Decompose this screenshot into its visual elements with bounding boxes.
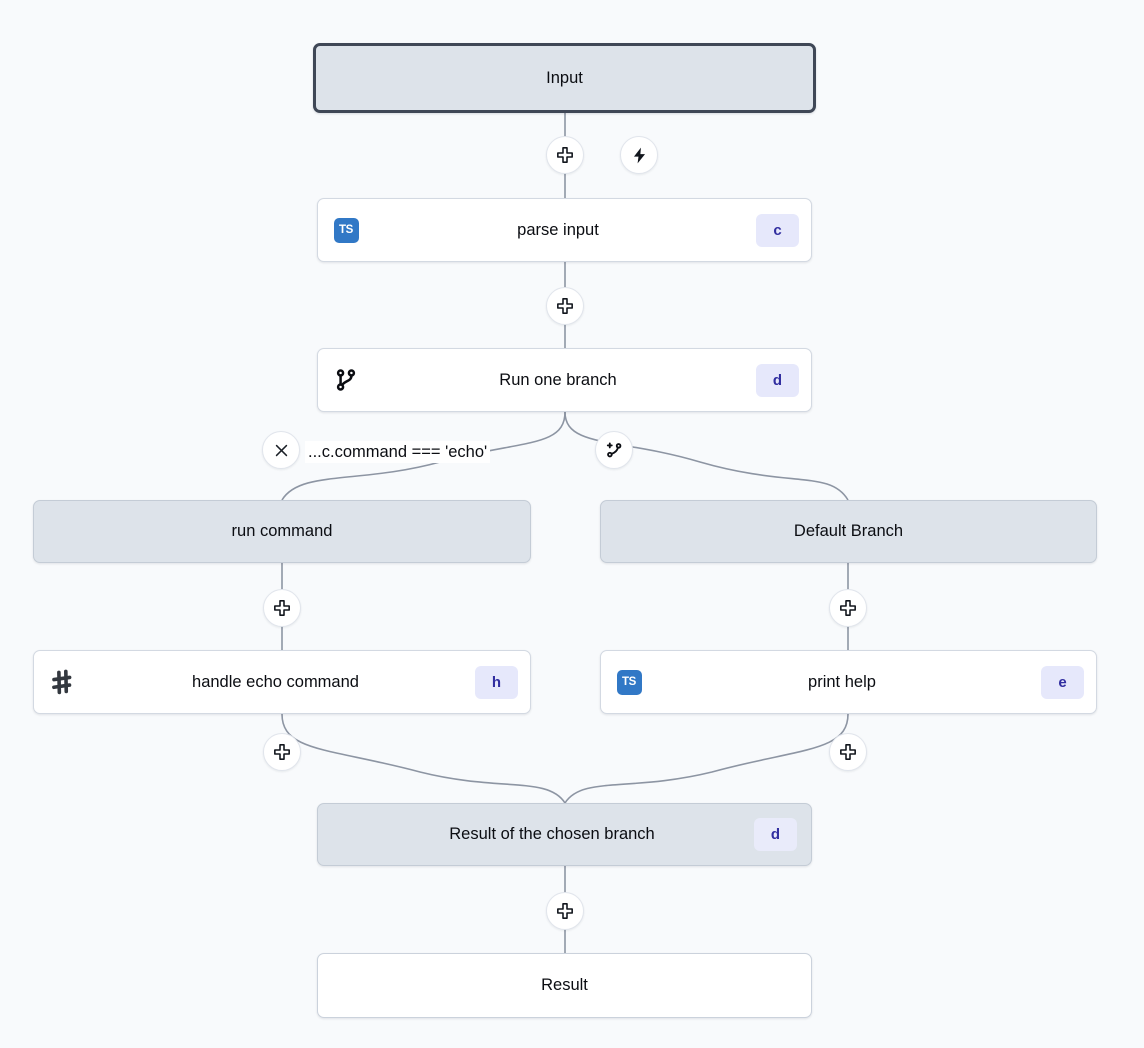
plus-icon (557, 298, 573, 314)
delete-branch-button[interactable] (262, 431, 300, 469)
add-step-button-handle-echo-to-result[interactable] (263, 733, 301, 771)
add-step-button-input-to-parse[interactable] (546, 136, 584, 174)
node-default-branch[interactable]: Default Branch (600, 500, 1097, 563)
node-handle-echo-command[interactable]: handle echo command h (33, 650, 531, 714)
node-run-one-branch[interactable]: Run one branch d (317, 348, 812, 412)
typescript-icon: TS (615, 668, 643, 696)
node-print-help[interactable]: TS print help e (600, 650, 1097, 714)
node-run-command[interactable]: run command (33, 500, 531, 563)
edge-handle-echo-to-result-chosen (281, 713, 566, 804)
lightning-bolt-icon (633, 147, 645, 163)
git-branch-icon (332, 366, 360, 394)
add-step-button-run-command-to-handle-echo[interactable] (263, 589, 301, 627)
plus-icon (557, 903, 573, 919)
node-result[interactable]: Result (317, 953, 812, 1018)
node-default-branch-label: Default Branch (793, 522, 904, 540)
plus-icon (274, 744, 290, 760)
node-input-label: Input (546, 68, 583, 87)
add-step-button-print-help-to-result[interactable] (829, 733, 867, 771)
node-result-of-chosen-branch-label: Result of the chosen branch (449, 825, 655, 843)
node-run-one-branch-label: Run one branch (499, 370, 617, 389)
shortcut-badge-handle-echo-command[interactable]: h (475, 665, 518, 699)
node-result-label: Result (541, 976, 588, 994)
plus-icon (274, 600, 290, 616)
node-result-of-chosen-branch[interactable]: Result of the chosen branch d (317, 803, 812, 866)
node-parse-input-label: parse input (517, 220, 599, 239)
typescript-icon: TS (332, 216, 360, 244)
node-input[interactable]: Input (313, 43, 816, 113)
git-branch-plus-icon (606, 442, 622, 458)
add-trigger-button[interactable] (620, 136, 658, 174)
shortcut-badge-print-help[interactable]: e (1041, 665, 1084, 699)
add-branch-button[interactable] (595, 431, 633, 469)
plus-icon (840, 600, 856, 616)
plus-icon (557, 147, 573, 163)
shortcut-badge-result-of-chosen-branch[interactable]: d (754, 818, 797, 851)
node-run-command-label: run command (231, 522, 333, 540)
hash-icon (48, 668, 76, 696)
add-step-button-parse-to-branch[interactable] (546, 287, 584, 325)
branch-condition-label[interactable]: ...c.command === 'echo' (305, 441, 491, 463)
close-icon (275, 444, 287, 456)
node-parse-input[interactable]: TS parse input c (317, 198, 812, 262)
node-print-help-label: print help (808, 672, 876, 691)
add-step-button-result-chosen-to-result[interactable] (546, 892, 584, 930)
node-handle-echo-command-label: handle echo command (192, 672, 359, 691)
plus-icon (840, 744, 856, 760)
add-step-button-default-branch-to-print-help[interactable] (829, 589, 867, 627)
edge-print-help-to-result-chosen (564, 713, 849, 804)
shortcut-badge-parse-input[interactable]: c (756, 213, 799, 247)
shortcut-badge-run-one-branch[interactable]: d (756, 363, 799, 397)
